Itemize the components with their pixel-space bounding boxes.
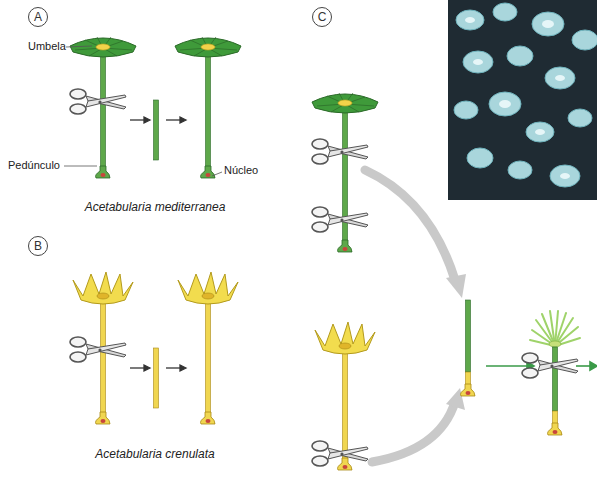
panel-letter: A bbox=[28, 7, 48, 27]
panel-letter: B bbox=[28, 236, 48, 256]
panel-letter-text: C bbox=[318, 10, 327, 24]
scissors bbox=[312, 441, 368, 466]
part-label: Pedúnculo bbox=[8, 159, 60, 171]
alga-result bbox=[522, 311, 580, 435]
leader-line bbox=[64, 46, 222, 176]
alga-crenulata bbox=[312, 322, 375, 470]
graft-arrowhead bbox=[446, 274, 466, 410]
part-label: Umbela bbox=[28, 40, 66, 52]
alga-crenulata bbox=[70, 272, 133, 424]
scissors bbox=[522, 353, 578, 378]
graft-arrow bbox=[365, 170, 455, 462]
alga-regenerated bbox=[175, 37, 241, 178]
stalk-fragment bbox=[154, 348, 159, 408]
alga-regenerated bbox=[178, 272, 238, 424]
scissors bbox=[312, 139, 368, 164]
panel-letter-text: B bbox=[34, 239, 42, 253]
photo bbox=[448, 0, 597, 200]
scissors bbox=[70, 89, 126, 114]
panel-letter-text: A bbox=[34, 10, 42, 24]
alga-mediterranea bbox=[70, 37, 136, 178]
species-caption: Acetabularia crenulata bbox=[95, 447, 214, 461]
grafted-stalk bbox=[461, 300, 476, 396]
species-caption: Acetabularia mediterranea bbox=[85, 200, 226, 214]
stalk-fragment bbox=[154, 100, 159, 160]
part-label: Núcleo bbox=[224, 164, 258, 176]
scissors bbox=[70, 337, 126, 362]
panel-letter: C bbox=[312, 7, 332, 27]
scissors bbox=[312, 207, 368, 232]
